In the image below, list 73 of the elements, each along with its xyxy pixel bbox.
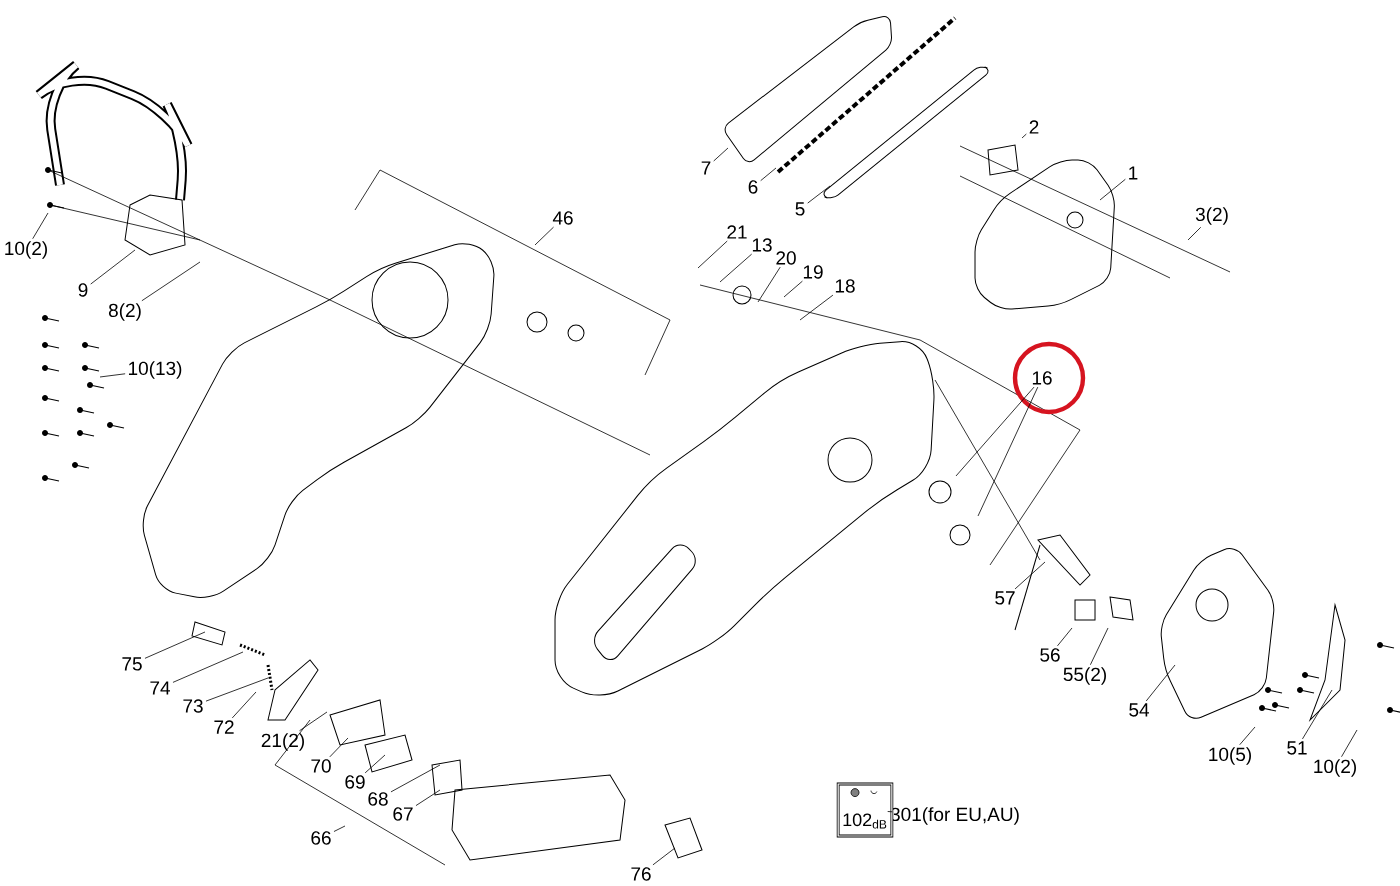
leader-line (1021, 133, 1027, 139)
callout-number: 19 (803, 265, 823, 279)
callout-number: 69 (345, 775, 365, 789)
leader-line (713, 147, 729, 162)
callout-number: 9 (78, 283, 88, 297)
leader-line (760, 167, 777, 182)
callout-number: 10(2) (1314, 759, 1356, 777)
leader-line (887, 811, 893, 813)
callout-number: 16 (1032, 371, 1052, 385)
leader-line (415, 789, 441, 806)
leader-line (977, 386, 1039, 517)
callout-number: 51 (1287, 741, 1307, 755)
sound-level-label: 102$_{dB}$ (836, 782, 894, 838)
callout-number: 46 (552, 211, 573, 225)
callout-number: 1 (1129, 166, 1138, 180)
leader-line (90, 249, 136, 285)
leader-line (32, 212, 49, 240)
callout-number: 57 (995, 591, 1015, 605)
callout-number: 18 (835, 279, 855, 293)
callout-number: 56 (1040, 648, 1060, 662)
leader-line (205, 677, 269, 702)
callout-number: 21(2) (261, 733, 304, 751)
callout-number: 72 (214, 720, 234, 734)
leader-line (807, 185, 831, 204)
callout-number: 66 (311, 831, 331, 845)
leader-line (172, 651, 244, 683)
leader-line (955, 386, 1035, 477)
leader-line (1099, 178, 1126, 201)
callout-number: 67 (393, 807, 413, 821)
leader-line (390, 764, 441, 793)
leader-line (144, 631, 206, 659)
leader-line (534, 226, 554, 246)
leader-line (231, 691, 257, 719)
callout-number: 74 (150, 681, 170, 695)
callout-number: 10(13) (129, 361, 182, 379)
callout-number: 68 (368, 792, 388, 806)
leader-line (799, 294, 834, 321)
callout-number: 54 (1129, 703, 1149, 717)
leader-line (1239, 726, 1256, 746)
leader-line (1145, 664, 1176, 702)
callout-number: 2 (1029, 120, 1039, 134)
callout-number: 21 (727, 225, 747, 239)
callout-number: 13 (752, 238, 772, 252)
callout-number: 55(2) (1063, 667, 1106, 685)
leader-line (1057, 627, 1073, 647)
callout-number: 70 (311, 759, 331, 773)
callout-number: 10(2) (5, 241, 47, 259)
callout-number: 5 (795, 202, 805, 216)
callout-number: 8(2) (108, 303, 141, 321)
callout-number: 73 (183, 699, 203, 713)
callout-number: 7 (701, 161, 711, 175)
leader-line (1302, 689, 1333, 740)
leader-line (1187, 226, 1202, 241)
leader-line (783, 280, 803, 298)
leader-line (757, 266, 781, 303)
leader-line (719, 253, 753, 283)
callout-number: 20 (776, 251, 796, 265)
leader-line (1341, 729, 1358, 758)
leader-line (652, 847, 676, 866)
leader-line (329, 737, 349, 758)
leader-line (364, 754, 386, 774)
leader-line (141, 261, 201, 302)
leader-line (333, 825, 346, 832)
callout-number: 3(2) (1195, 207, 1228, 225)
leader-line (1014, 561, 1046, 590)
leader-line (697, 240, 728, 269)
leader-line (1090, 627, 1109, 666)
leader-line (299, 711, 328, 732)
callout-number: 75 (122, 657, 142, 671)
callout-number: 6 (748, 180, 758, 194)
callout-number: 10(5) (1209, 747, 1251, 765)
leader-line (99, 373, 126, 378)
callout-number: 76 (631, 867, 651, 881)
